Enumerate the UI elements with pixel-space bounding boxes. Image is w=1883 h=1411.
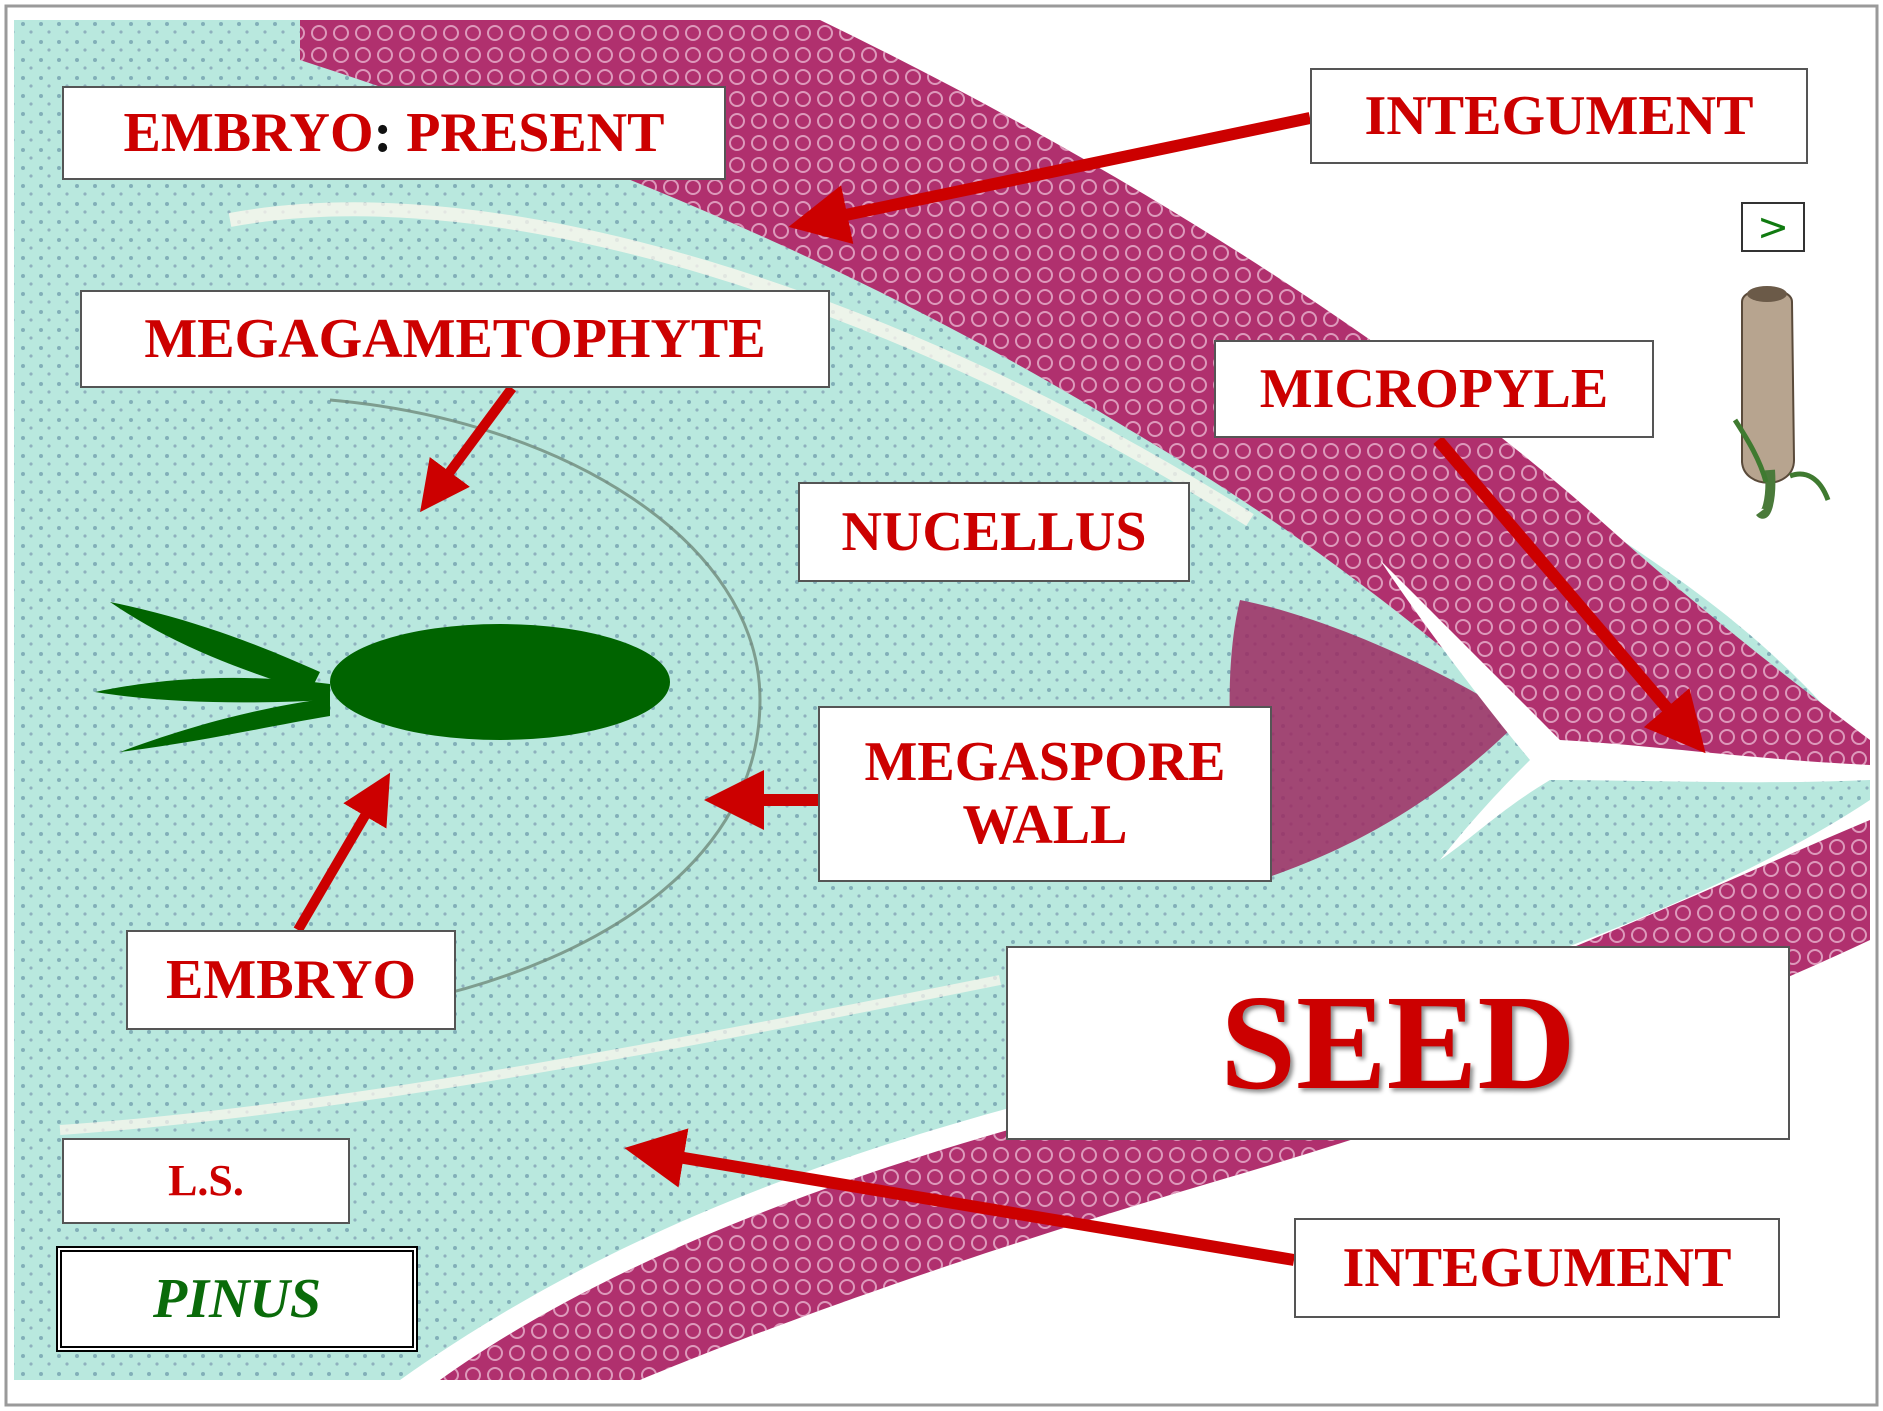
megaspore-wall-label: MEGASPORE WALL [818,706,1272,882]
megagametophyte-label: MEGAGAMETOPHYTE [80,290,830,388]
embryo-status-label: EMBRYO: PRESENT [62,86,726,180]
embryo-status-value: PRESENT [406,102,664,165]
section-type-label: L.S. [62,1138,350,1224]
embryo-status-prefix: EMBRYO [124,102,374,165]
megaspore-wall-line1: MEGASPORE [865,731,1226,794]
nucellus-label: NUCELLUS [798,482,1190,582]
next-slide-button[interactable]: > [1741,202,1805,252]
micropyle-label: MICROPYLE [1214,340,1654,438]
megaspore-wall-line2: WALL [963,794,1128,857]
embryo-status-colon: : [374,102,393,165]
next-arrow-icon: > [1757,205,1789,249]
integument-bottom-label: INTEGUMENT [1294,1218,1780,1318]
seed-title: SEED [1006,946,1790,1140]
genus-label: PINUS [56,1246,418,1352]
integument-top-label: INTEGUMENT [1310,68,1808,164]
genus-name: PINUS [153,1268,321,1331]
embryo-label: EMBRYO [126,930,456,1030]
